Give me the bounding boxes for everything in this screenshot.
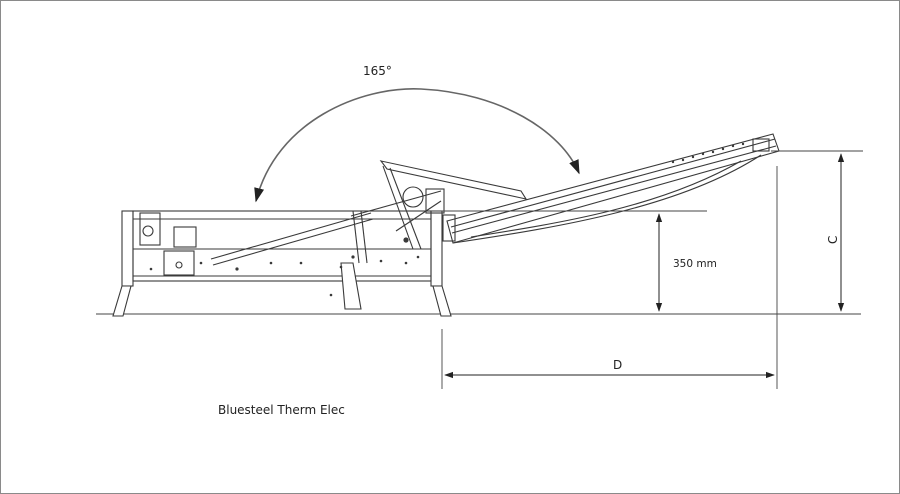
product-caption: Bluesteel Therm Elec — [218, 403, 345, 417]
open-lid-panel — [442, 133, 780, 244]
support-legs — [112, 285, 452, 317]
hatch-frame — [121, 210, 443, 287]
angle-label: 165° — [363, 64, 392, 78]
fastener-points — [149, 237, 420, 297]
lid-rivets — [671, 142, 745, 164]
opening-angle-arc — [254, 88, 580, 203]
hinge-mechanism — [210, 160, 528, 310]
d-label: D — [613, 358, 622, 372]
c-label: C — [826, 236, 840, 244]
height-label: 350 mm — [673, 258, 717, 270]
